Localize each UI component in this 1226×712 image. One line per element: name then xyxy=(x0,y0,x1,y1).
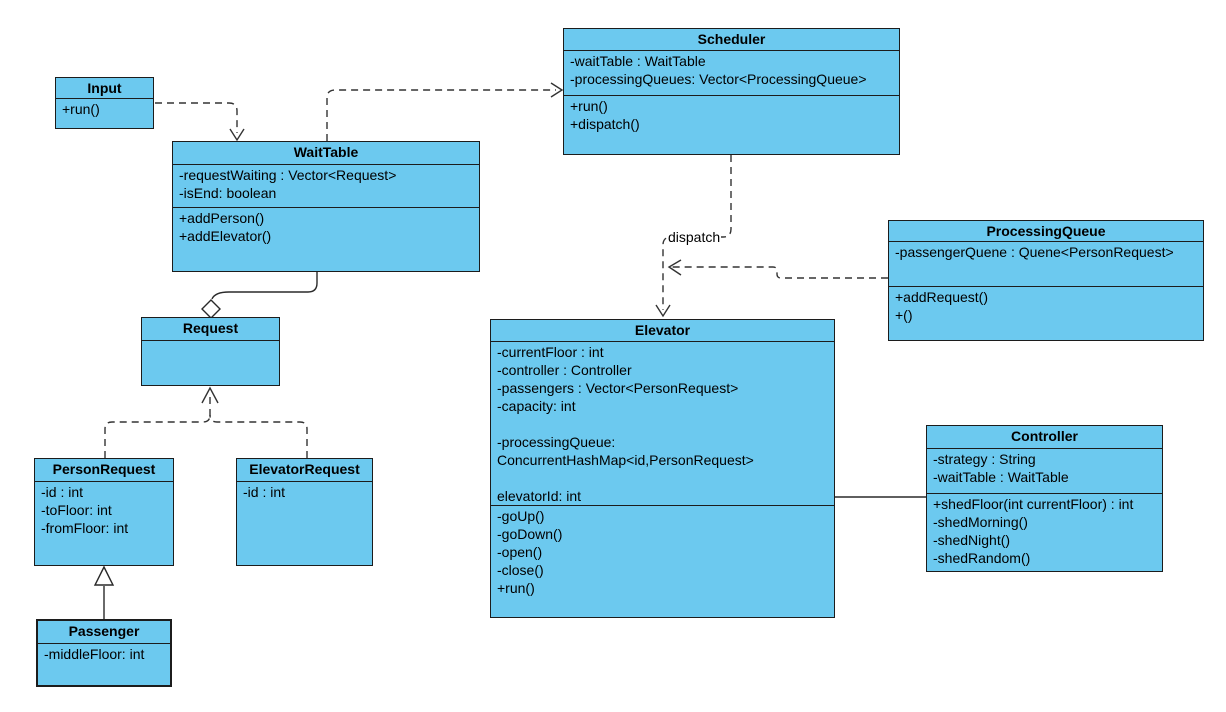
attributes-section: -requestWaiting : Vector<Request> -isEnd… xyxy=(173,164,479,207)
class-title: PersonRequest xyxy=(52,461,156,477)
attribute-line: ConcurrentHashMap<id,PersonRequest> xyxy=(497,452,754,468)
attribute-line: -id : int xyxy=(41,484,84,500)
connector-waittable-scheduler[interactable] xyxy=(326,82,564,141)
class-title: Passenger xyxy=(68,623,140,639)
methods-section: -goUp() -goDown() -open() -close() +run(… xyxy=(491,505,834,617)
connector-processingqueue-dispatch[interactable] xyxy=(667,259,888,279)
attributes-section xyxy=(142,340,279,385)
class-title: Input xyxy=(87,80,122,96)
methods-section: +addPerson() +addElevator() xyxy=(173,207,479,271)
attribute-line: -passengers : Vector<PersonRequest> xyxy=(497,380,739,396)
class-request[interactable]: Request xyxy=(141,317,280,386)
connector-passenger-personrequest[interactable] xyxy=(93,565,115,619)
connector-waittable-request-aggregation[interactable] xyxy=(201,272,318,319)
attributes-section: -id : int xyxy=(237,481,372,565)
method-line: +addRequest() xyxy=(895,289,989,305)
class-scheduler[interactable]: Scheduler -waitTable : WaitTable -proces… xyxy=(563,28,900,155)
class-passenger[interactable]: Passenger -middleFloor: int xyxy=(36,619,172,687)
method-line: +shedFloor(int currentFloor) : int xyxy=(933,496,1134,512)
methods-section: +shedFloor(int currentFloor) : int -shed… xyxy=(927,493,1162,571)
attribute-line: -processingQueues: Vector<ProcessingQueu… xyxy=(570,71,867,87)
attribute-line: elevatorId: int xyxy=(497,488,582,504)
methods-section: +addRequest() +() xyxy=(889,286,1203,340)
method-line: -goDown() xyxy=(497,526,563,542)
connector-requests-generalization-fork[interactable] xyxy=(104,386,308,458)
attribute-line: -toFloor: int xyxy=(41,502,112,518)
attribute-line: -middleFloor: int xyxy=(44,646,145,662)
connector-input-waittable[interactable] xyxy=(155,102,245,142)
attribute-line: -strategy : String xyxy=(933,451,1036,467)
attributes-section: -currentFloor : int -controller : Contro… xyxy=(491,341,834,505)
class-title: WaitTable xyxy=(293,144,359,160)
class-elevator[interactable]: Elevator -currentFloor : int -controller… xyxy=(490,319,835,618)
method-line: +() xyxy=(895,307,913,323)
class-title: Elevator xyxy=(634,322,691,338)
class-personrequest[interactable]: PersonRequest -id : int -toFloor: int -f… xyxy=(34,458,174,566)
class-waittable[interactable]: WaitTable -requestWaiting : Vector<Reque… xyxy=(172,141,480,272)
attributes-section: -passengerQuene : Quene<PersonRequest> xyxy=(889,241,1203,286)
class-title: Controller xyxy=(1011,428,1078,444)
method-line: -shedMorning() xyxy=(933,514,1028,530)
method-line: +addElevator() xyxy=(179,228,272,244)
method-line: -open() xyxy=(497,544,543,560)
class-title: ProcessingQueue xyxy=(986,223,1106,239)
class-input[interactable]: Input +run() xyxy=(55,77,154,129)
class-controller[interactable]: Controller -strategy : String -waitTable… xyxy=(926,425,1163,572)
method-line: +addPerson() xyxy=(179,210,265,226)
attribute-line: -controller : Controller xyxy=(497,362,632,378)
attribute-line: -processingQueue: xyxy=(497,434,616,450)
class-title: Scheduler xyxy=(697,31,766,47)
attribute-line: -id : int xyxy=(243,484,286,500)
method-line: -close() xyxy=(497,562,544,578)
method-line: -shedRandom() xyxy=(933,550,1031,566)
class-elevatorrequest[interactable]: ElevatorRequest -id : int xyxy=(236,458,373,566)
attribute-line: -fromFloor: int xyxy=(41,520,129,536)
method-line: -goUp() xyxy=(497,508,545,524)
attributes-section: -middleFloor: int xyxy=(38,643,170,685)
method-line: +run() xyxy=(570,98,608,114)
attribute-line: -capacity: int xyxy=(497,398,576,414)
method-line: -shedNight() xyxy=(933,532,1011,548)
class-title: ElevatorRequest xyxy=(249,461,360,477)
attribute-line: -waitTable : WaitTable xyxy=(933,469,1069,485)
methods-section: +run() +dispatch() xyxy=(564,95,899,154)
attribute-line: -waitTable : WaitTable xyxy=(570,53,706,69)
method-line: +run() xyxy=(497,580,535,596)
method-line: +run() xyxy=(62,101,100,117)
class-title: Request xyxy=(182,320,239,336)
attributes-section: -id : int -toFloor: int -fromFloor: int xyxy=(35,481,173,565)
attribute-line: -requestWaiting : Vector<Request> xyxy=(179,167,397,183)
attribute-line xyxy=(497,416,830,434)
class-processingqueue[interactable]: ProcessingQueue -passengerQuene : Quene<… xyxy=(888,220,1204,341)
attributes-section: -strategy : String -waitTable : WaitTabl… xyxy=(927,448,1162,493)
methods-section: +run() xyxy=(56,98,153,128)
dispatch-edge-label: dispatch xyxy=(667,229,722,245)
attributes-section: -waitTable : WaitTable -processingQueues… xyxy=(564,50,899,95)
method-line: +dispatch() xyxy=(570,116,640,132)
attribute-line: -passengerQuene : Quene<PersonRequest> xyxy=(895,244,1174,260)
attribute-line xyxy=(497,470,830,488)
attribute-line: -currentFloor : int xyxy=(497,344,604,360)
attribute-line: -isEnd: boolean xyxy=(179,185,277,201)
